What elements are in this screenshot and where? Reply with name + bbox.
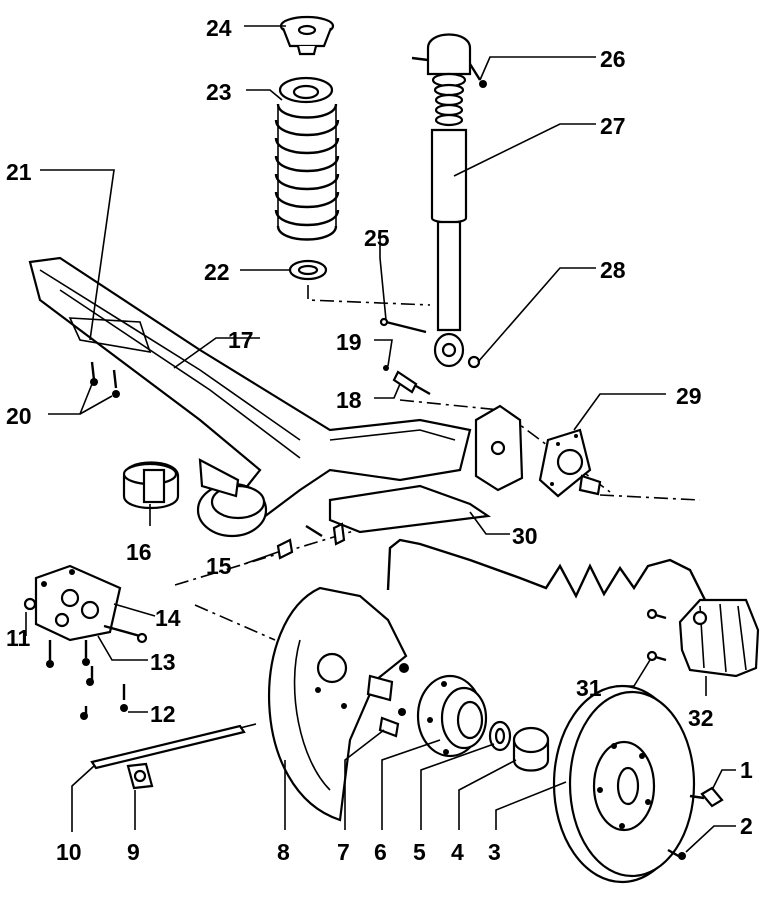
callout-16: 16	[126, 539, 152, 565]
callout-3: 3	[488, 839, 501, 865]
callout-28: 28	[600, 257, 626, 283]
bracket-bolts	[23, 597, 148, 720]
dust-cap	[512, 726, 550, 772]
splash-shield	[267, 586, 409, 822]
callout-10: 10	[56, 839, 82, 865]
callout-2: 2	[740, 813, 753, 839]
caliper-bolts	[646, 608, 667, 662]
callout-8: 8	[277, 839, 290, 865]
callout-1: 1	[740, 757, 753, 783]
mounting-bolts	[90, 361, 120, 398]
callout-22: 22	[204, 259, 230, 285]
leader-lines	[25, 25, 736, 853]
coil-spring	[274, 76, 340, 241]
callout-25: 25	[364, 225, 390, 251]
shock-lower-nut	[467, 355, 481, 369]
retaining-clips	[276, 522, 346, 560]
callout-30: 30	[512, 523, 538, 549]
callout-20: 20	[6, 403, 32, 429]
callout-18: 18	[336, 387, 362, 413]
callout-4: 4	[451, 839, 464, 865]
rear-axle-beam	[28, 256, 472, 538]
handbrake-cable	[90, 723, 257, 770]
callout-23: 23	[206, 79, 232, 105]
callout-19: 19	[336, 329, 362, 355]
callout-21: 21	[6, 159, 32, 185]
spring-top-mount	[279, 15, 335, 56]
brake-line-bracket	[328, 484, 492, 534]
disc-screws	[667, 786, 724, 860]
callout-24: 24	[206, 15, 232, 41]
callout-32: 32	[688, 705, 714, 731]
rubber-bush	[122, 461, 180, 510]
mounting-bracket	[34, 564, 122, 642]
shock-top-bolt	[468, 63, 487, 88]
shield-bolt	[378, 716, 400, 738]
callout-26: 26	[600, 46, 626, 72]
callout-9: 9	[127, 839, 140, 865]
wheel-hub	[416, 674, 488, 758]
callout-5: 5	[413, 839, 426, 865]
stub-axle	[538, 428, 602, 498]
brake-disc	[552, 684, 696, 884]
brake-caliper	[678, 598, 760, 678]
brake-pipe	[386, 538, 710, 607]
callout-15: 15	[206, 553, 232, 579]
callout-12: 12	[150, 701, 176, 727]
callout-labels: 1 2 3 4 5 6 7 8 9 10 11 12 13 14 15 16 1…	[6, 15, 753, 865]
callout-7: 7	[337, 839, 350, 865]
callout-29: 29	[676, 383, 702, 409]
axle-bracket	[474, 404, 524, 492]
cable-clip	[126, 762, 154, 790]
shock-absorber	[411, 33, 472, 368]
callout-13: 13	[150, 649, 176, 675]
callout-6: 6	[374, 839, 387, 865]
callout-31: 31	[576, 675, 602, 701]
callout-27: 27	[600, 113, 626, 139]
bearing-washer	[488, 720, 512, 752]
callout-17: 17	[228, 327, 254, 353]
callout-14: 14	[155, 605, 181, 631]
small-bolts	[379, 317, 431, 396]
spring-lower-seat	[288, 259, 328, 281]
callout-11: 11	[6, 625, 31, 651]
